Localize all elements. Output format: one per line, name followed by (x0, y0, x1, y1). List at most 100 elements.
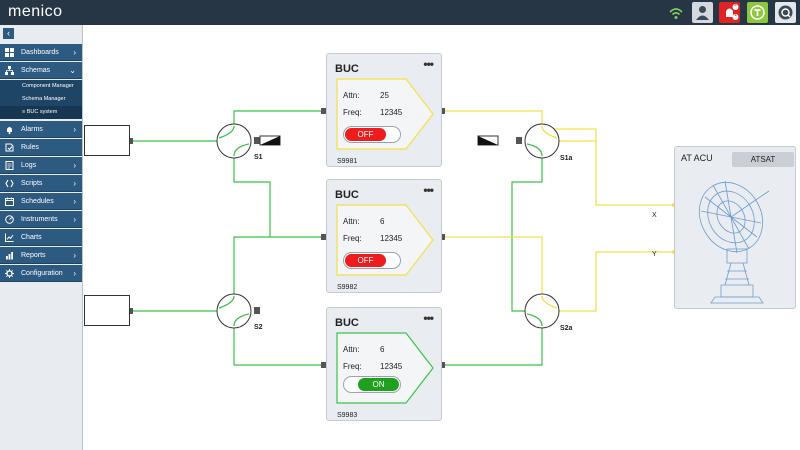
collapse-sidebar-button[interactable]: ‹ (3, 28, 14, 39)
user-button[interactable] (692, 2, 713, 23)
chevron-right-icon: › (73, 197, 76, 206)
sidebar-item-label: Rules (21, 144, 39, 151)
buc-card[interactable]: BUC ••• Attn: 25 Freq: 12345 OFF S9981 (326, 53, 442, 167)
sidebar-subitem-label: ≡ BUC system (22, 109, 58, 115)
power-toggle[interactable]: OFF (343, 126, 401, 143)
freq-value: 12345 (380, 362, 403, 371)
attn-value: 6 (380, 217, 385, 226)
port (321, 362, 327, 368)
switch-label: S1a (560, 155, 573, 162)
port-label-x: X (652, 212, 657, 219)
signal-line-yellow (554, 128, 674, 206)
help-icon (778, 5, 793, 20)
signal-line-yellow (442, 236, 543, 299)
power-toggle-label: ON (358, 378, 399, 391)
buc-card[interactable]: BUC ••• Attn: 6 Freq: 12345 OFF S9982 (326, 179, 442, 293)
chevron-right-icon: › (73, 215, 76, 224)
schedule-icon (5, 197, 14, 206)
sidebar-item-schedules[interactable]: Schedules › (0, 193, 82, 210)
sidebar: ‹ Dashboards › Schemas ⌄ Component Manag… (0, 25, 83, 450)
power-toggle-label: OFF (345, 254, 386, 267)
sidebar-item-charts[interactable]: Charts (0, 229, 82, 246)
port-label-y: Y (652, 251, 657, 258)
sidebar-subitem-buc-system[interactable]: ≡ BUC system (0, 106, 82, 119)
chevron-right-icon: › (73, 48, 76, 57)
more-menu-icon[interactable]: ••• (423, 57, 434, 71)
port (127, 138, 133, 144)
sidebar-item-configuration[interactable]: Configuration › (0, 265, 82, 282)
input-source-2[interactable] (84, 295, 130, 326)
buc-id: S9982 (337, 284, 358, 291)
freq-value: 12345 (380, 108, 403, 117)
buc-title: BUC (335, 317, 359, 329)
sidebar-item-label: Alarms (21, 126, 43, 133)
signal-line-green (511, 153, 554, 312)
schema-icon (5, 66, 14, 75)
help-button[interactable] (775, 2, 796, 23)
chevron-right-icon: › (73, 251, 76, 260)
buc-title: BUC (335, 63, 359, 75)
port (439, 234, 445, 240)
switch-s2 (216, 293, 260, 329)
rules-icon (5, 143, 14, 152)
attn-label: Attn: (343, 91, 360, 100)
schema-canvas: S1 S2 S1a S2a BUC ••• Attn: 25 Freq: 123… (84, 25, 800, 450)
sidebar-item-instruments[interactable]: Instruments › (0, 211, 82, 228)
sidebar-subitem-schema-manager[interactable]: Schema Manager (0, 93, 82, 106)
sidebar-item-label: Schedules (21, 198, 54, 205)
port (439, 108, 445, 114)
chevron-left-icon: ‹ (7, 28, 10, 38)
alarm-badge-count: 1 (734, 12, 737, 18)
sidebar-item-alarms[interactable]: Alarms › (0, 121, 82, 138)
terminator-load (477, 135, 499, 146)
gear-icon (5, 269, 14, 278)
attn-value: 25 (380, 91, 389, 100)
freq-value: 12345 (380, 234, 403, 243)
chevron-right-icon: › (73, 161, 76, 170)
buc-id: S9981 (337, 158, 358, 165)
buc-card[interactable]: BUC ••• Attn: 6 Freq: 12345 ON S9983 (326, 307, 442, 421)
sidebar-subitem-component-manager[interactable]: Component Manager (0, 80, 82, 93)
more-menu-icon[interactable]: ••• (423, 183, 434, 197)
signal-line-green (233, 323, 324, 366)
power-toggle[interactable]: ON (343, 376, 401, 393)
freq-label: Freq: (343, 234, 362, 243)
signal-line-green (233, 110, 324, 129)
signal-line-green (442, 323, 543, 366)
sidebar-item-logs[interactable]: Logs › (0, 157, 82, 174)
sidebar-item-label: Reports (21, 252, 46, 259)
chevron-down-icon: ⌄ (69, 66, 76, 75)
sidebar-item-rules[interactable]: Rules (0, 139, 82, 156)
input-source-1[interactable] (84, 125, 130, 156)
signal-line-yellow (442, 110, 543, 129)
switch-label: S2 (254, 324, 263, 331)
sidebar-item-label: Charts (21, 234, 42, 241)
log-icon (5, 161, 14, 170)
atsat-button[interactable]: ATSAT (732, 152, 794, 167)
alarm-button[interactable]: 2 1 (719, 2, 740, 23)
sidebar-subitem-label: Component Manager (22, 83, 74, 89)
sidebar-item-label: Configuration (21, 270, 63, 277)
signal-line-yellow (554, 251, 674, 312)
tools-button[interactable] (747, 2, 768, 23)
terminator-load (259, 135, 281, 146)
more-menu-icon[interactable]: ••• (423, 311, 434, 325)
chart-icon (5, 233, 14, 242)
acu-panel[interactable]: AT ACU ATSAT (674, 146, 796, 309)
signal-line-green (233, 236, 324, 299)
report-icon (6, 252, 13, 260)
port (439, 362, 445, 368)
sidebar-item-schemas[interactable]: Schemas ⌄ (0, 62, 82, 79)
buc-id: S9983 (337, 412, 358, 419)
sidebar-item-scripts[interactable]: Scripts › (0, 175, 82, 192)
port (127, 308, 133, 314)
switch-s1 (216, 123, 260, 159)
buc-title: BUC (335, 189, 359, 201)
sidebar-item-dashboards[interactable]: Dashboards › (0, 44, 82, 61)
sidebar-item-label: Instruments (21, 216, 58, 223)
sidebar-item-reports[interactable]: Reports › (0, 247, 82, 264)
wifi-icon (669, 8, 683, 19)
sidebar-item-label: Scripts (21, 180, 43, 187)
alarm-badge-count: 2 (734, 2, 737, 8)
power-toggle[interactable]: OFF (343, 252, 401, 269)
